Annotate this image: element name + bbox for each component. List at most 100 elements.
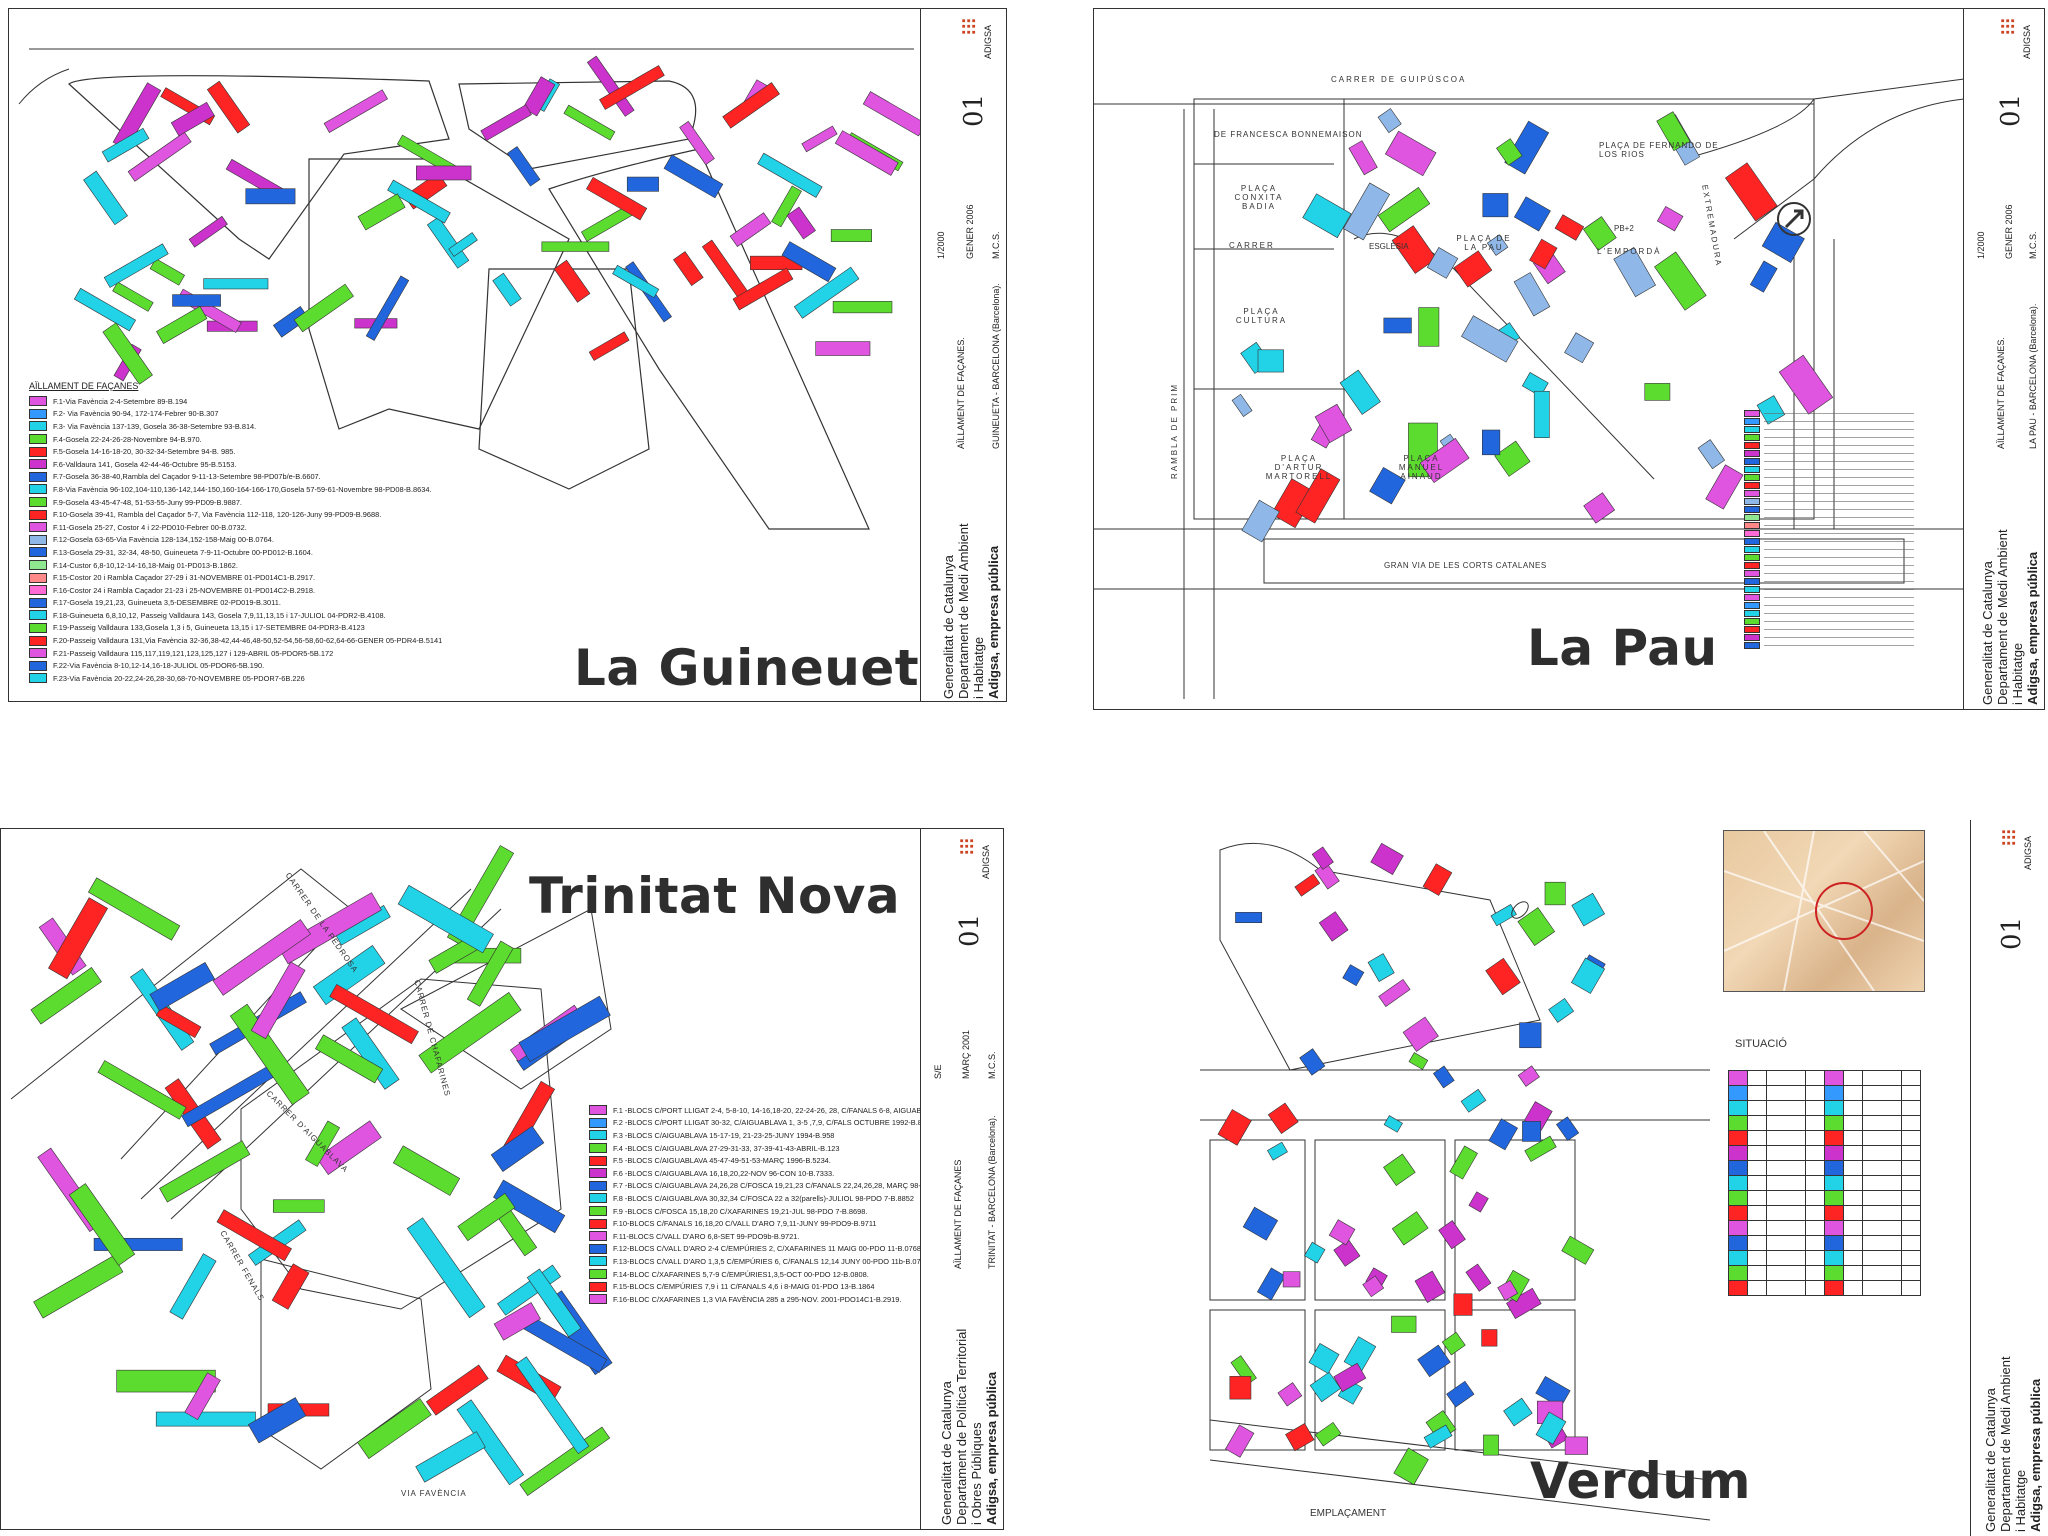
emplacament-label: EMPLAÇAMENT [1310, 1508, 1387, 1519]
legend-swatch [29, 534, 47, 545]
legend-swatch [1744, 593, 1760, 601]
building-block [184, 1372, 221, 1421]
legend-item: F.8 -BLOCS C/AIGUABLAVA 30,32,34 C/FOSCA… [589, 1192, 921, 1205]
building-block [1311, 846, 1334, 870]
legend-line [1764, 444, 1914, 446]
building-block [1391, 1211, 1429, 1246]
table-cell [1747, 1175, 1767, 1191]
table-cell [1824, 1130, 1844, 1146]
guineueta-legend: AÏLLAMENT DE FAÇANES F.1-Via Favència 2-… [29, 381, 442, 685]
legend-item: F.23-Via Favència 20-22,24-26,28-30,68-7… [29, 672, 442, 685]
building-block [247, 1397, 307, 1444]
organization-block: Generalitat de Catalunya Departament de … [941, 523, 1001, 699]
adigsa-brand: ADIGSA [981, 844, 991, 879]
org-line-4: Adigsa, empresa pública [986, 545, 1001, 699]
table-cell [1901, 1265, 1921, 1281]
legend-item [1744, 633, 1914, 641]
adigsa-logo: ⫶⫶⫶ [959, 837, 974, 859]
situation-map-streets [1723, 830, 1925, 992]
table-cell [1728, 1205, 1748, 1221]
legend-label: F.19-Passeig Valldaura 133,Gosela 1,3 i … [53, 623, 365, 633]
legend-item: F.14-BLOC C/XAFARINES 5,7-9 C/EMPÚRIES1,… [589, 1268, 921, 1281]
building-block [33, 1255, 124, 1319]
legend-item [1744, 641, 1914, 649]
table-cell [1843, 1100, 1863, 1116]
table-cell [1843, 1265, 1863, 1281]
building-block [229, 1003, 310, 1106]
location-value: LA PAU - BARCELONA (Barcelona). [2028, 303, 2038, 449]
building-block [1544, 881, 1566, 906]
table-cell [1901, 1160, 1921, 1176]
org-line-3: i Habitatge [2013, 1469, 2028, 1532]
building-block [1654, 251, 1707, 311]
legend-item [1744, 417, 1914, 425]
building-block [1314, 1421, 1342, 1447]
date-value: GENER 2006 [965, 204, 975, 259]
building-block [1370, 842, 1404, 875]
table-cell [1843, 1280, 1863, 1296]
building-block [426, 216, 470, 269]
building-block [1333, 1239, 1361, 1267]
building-block [73, 287, 137, 332]
building-block [212, 919, 312, 996]
building-block [588, 331, 630, 361]
table-cell [1805, 1280, 1825, 1296]
legend-item [1744, 553, 1914, 561]
building-block [1778, 354, 1834, 415]
table-cell [1766, 1130, 1806, 1146]
building-block [1522, 1121, 1541, 1142]
table-cell [1843, 1085, 1863, 1101]
building-block [1231, 393, 1253, 417]
legend-item [1744, 473, 1914, 481]
table-cell [1824, 1235, 1844, 1251]
building-block [563, 104, 616, 141]
table-cell [1747, 1145, 1767, 1161]
scale-value: 1/2000 [1976, 231, 1986, 259]
building-block [1277, 1382, 1303, 1407]
table-cell [1728, 1115, 1748, 1131]
building-block [1299, 1048, 1326, 1076]
building-block [1503, 1397, 1533, 1427]
table-cell [1824, 1190, 1844, 1206]
legend-swatch [29, 597, 47, 608]
table-cell [1824, 1085, 1844, 1101]
building-block [293, 283, 354, 333]
building-block [1517, 907, 1556, 946]
table-row [1728, 1085, 1921, 1101]
building-block [103, 243, 169, 288]
legend-item [1744, 577, 1914, 585]
legend-line [1764, 516, 1914, 518]
table-cell [1862, 1130, 1902, 1146]
table-row [1728, 1280, 1921, 1296]
table-cell [1824, 1160, 1844, 1176]
building-block [1423, 1424, 1453, 1449]
building-block [397, 884, 494, 954]
table-cell [1805, 1205, 1825, 1221]
table-cell [1766, 1205, 1806, 1221]
table-cell [1824, 1265, 1844, 1281]
trinitat-title: Trinitat Nova [529, 867, 901, 925]
building-block [1697, 439, 1726, 470]
legend-item: F.5 -BLOCS C/AIGUABLAVA 45-47-49-51-53-M… [589, 1154, 921, 1167]
adigsa-brand: ADIGSA [2022, 24, 2032, 59]
table-cell [1728, 1220, 1748, 1236]
guineueta-title: La Guineueta [574, 639, 954, 697]
building-block [365, 275, 410, 341]
table-cell [1862, 1115, 1902, 1131]
lapau-building-blocks [1231, 108, 1834, 543]
table-cell [1728, 1130, 1748, 1146]
guineueta-building-blocks [73, 55, 927, 385]
building-block [1613, 247, 1657, 298]
guineueta-map [18, 48, 927, 530]
legend-label: F.4-Gosela 22-24-26-28-Novembre 94-B.970… [53, 434, 202, 444]
building-block [1481, 1329, 1498, 1347]
building-block [832, 301, 893, 314]
building-block [1417, 1344, 1451, 1378]
building-block [1521, 372, 1549, 397]
legend-line [1764, 492, 1914, 494]
legend-swatch [1744, 409, 1760, 417]
legend-item: F.4-Gosela 22-24-26-28-Novembre 94-B.970… [29, 433, 442, 446]
legend-swatch [1744, 505, 1760, 513]
building-block [1383, 1115, 1403, 1133]
legend-swatch [589, 1294, 607, 1305]
